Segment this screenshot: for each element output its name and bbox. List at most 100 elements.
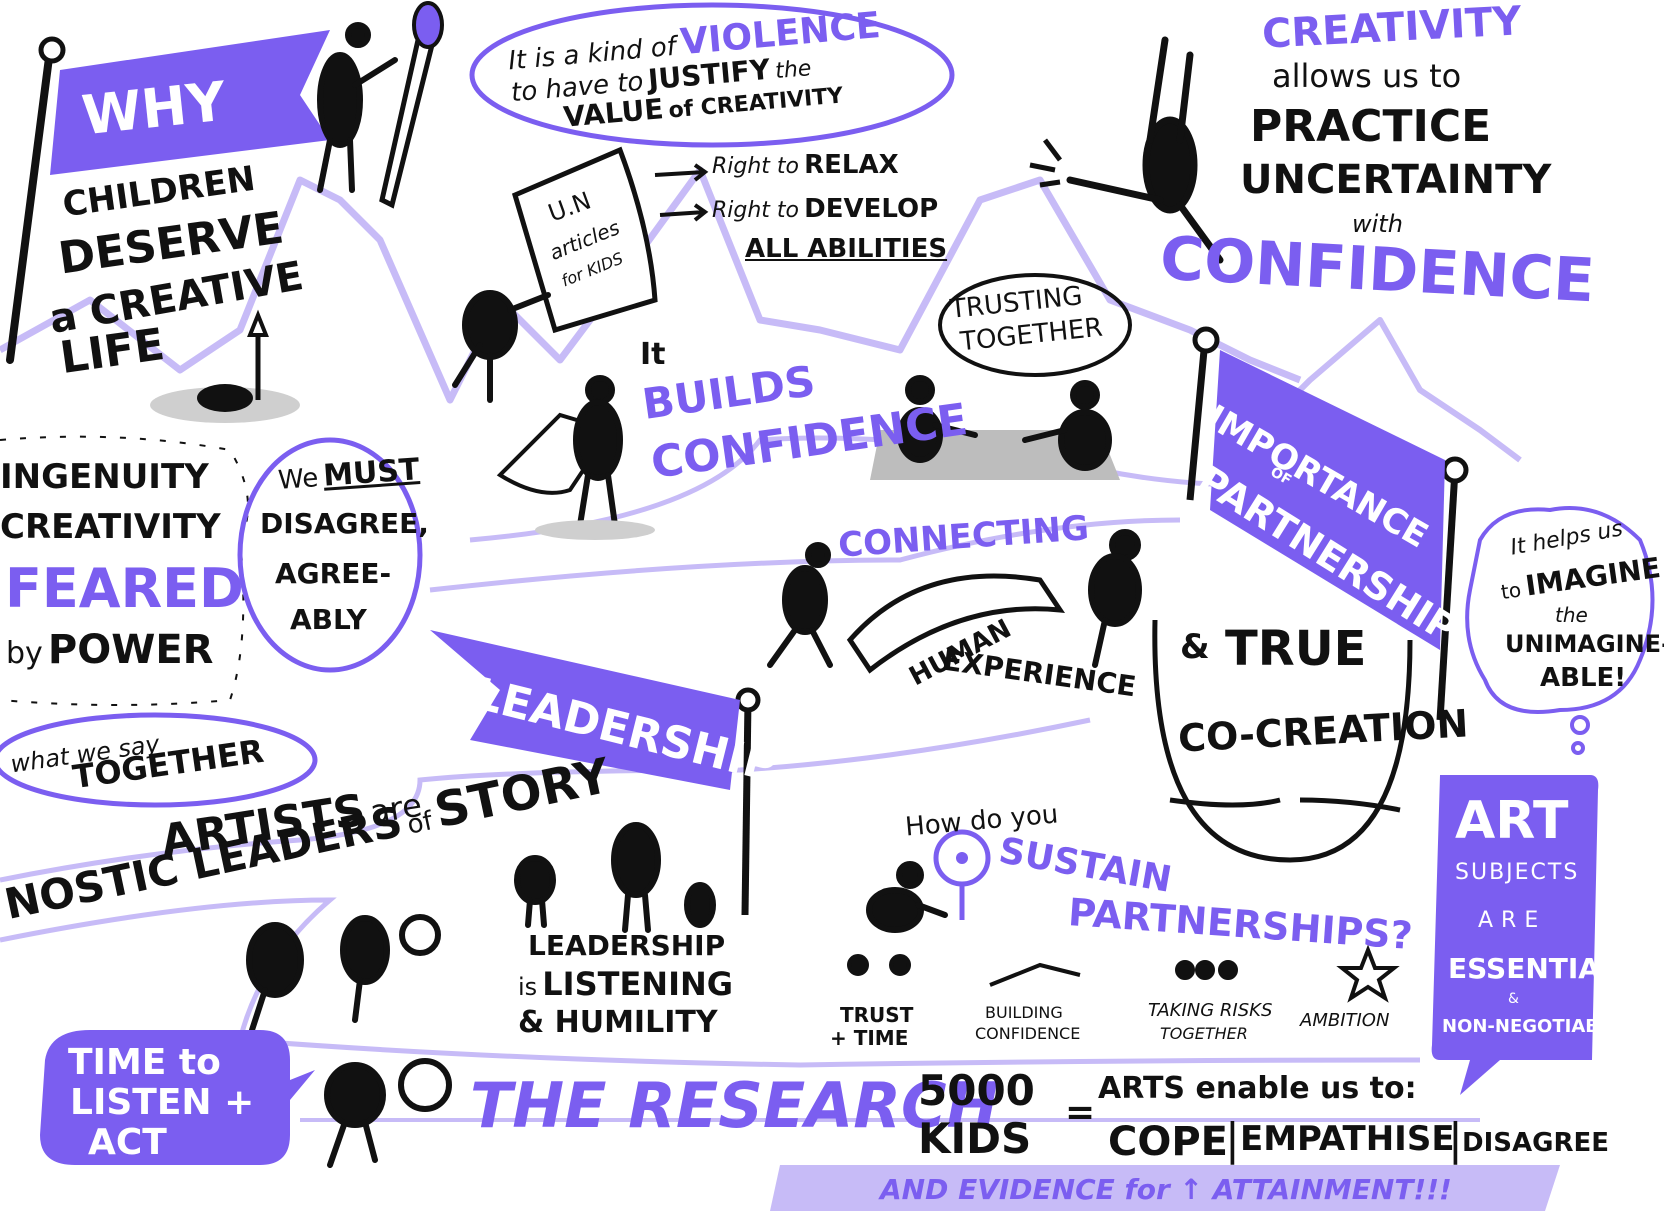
- why-flag: [50, 30, 330, 175]
- pillar-icons: [847, 954, 1238, 987]
- bridge-walker-figures: [767, 529, 1142, 668]
- magnifier-icon: [398, 1058, 452, 1112]
- gardener-figure: [866, 861, 948, 933]
- research-divider-2: |: [1448, 1114, 1463, 1165]
- pillar-label-risks-1: TAKING RISKS: [1148, 1000, 1273, 1021]
- flower-center: [956, 852, 968, 864]
- partnership-post-right: [1436, 469, 1459, 721]
- violence-the: the: [774, 56, 813, 85]
- right-to-relax: Right to RELAX: [712, 152, 899, 178]
- must-ably-line: ABLY: [290, 603, 367, 636]
- listening-line1: LEADERSHIP: [528, 929, 726, 962]
- art-box-line2: SUBJECTS: [1455, 860, 1580, 885]
- partnership-banner: [1210, 350, 1445, 650]
- research-kids-label: KIDS: [918, 1114, 1032, 1163]
- leadership-flagpole: [741, 699, 752, 916]
- creativity-uncertainty: UNCERTAINTY: [1240, 157, 1552, 203]
- research-title: THE RESEARCH: [470, 1069, 999, 1142]
- artists-of: of: [404, 806, 436, 841]
- imagine-the: the: [1555, 603, 1588, 627]
- un-arrow-2: [659, 203, 709, 222]
- partnership-post-left: [1186, 339, 1209, 501]
- pillar-label-ambition: AMBITION: [1300, 1010, 1390, 1031]
- imagine-to: to: [1499, 577, 1523, 605]
- star-icon: [1336, 944, 1400, 1003]
- why-flag-label: WHY: [79, 69, 229, 148]
- research-disagree: DISAGREE: [1462, 1128, 1609, 1158]
- winding-path-lower: [0, 717, 1091, 883]
- why-flagpole-top: [38, 36, 66, 64]
- painter-figure: [317, 22, 398, 193]
- imagine-cloud-dot-2: [1571, 741, 1585, 755]
- must-disagree-line: DISAGREE,: [260, 507, 429, 540]
- why-flagpole: [6, 46, 54, 364]
- right-to-develop-prefix: Right to: [712, 198, 800, 223]
- research-divider-1: |: [1225, 1114, 1240, 1165]
- ingenuity-line2: CREATIVITY: [0, 507, 221, 547]
- imagine-able: ABLE!: [1540, 663, 1627, 693]
- right-to-relax-word: RELAX: [804, 150, 899, 180]
- art-box-line1: ART: [1455, 791, 1569, 851]
- caped-hero-figure: [573, 375, 623, 528]
- listening-is: is: [518, 973, 538, 1001]
- pillar-label-building-1: BUILDING: [985, 1003, 1063, 1022]
- what-we-say-bubble: [0, 712, 318, 808]
- ingenuity-line1: INGENUITY: [0, 457, 209, 497]
- art-box-line3: ARE: [1478, 908, 1547, 933]
- must-word: MUST: [322, 452, 421, 494]
- bridge: [846, 573, 1066, 674]
- violence-bubble: [469, 2, 955, 148]
- jumping-figure: [1066, 36, 1224, 264]
- scroll-pusher-figure: [452, 290, 551, 403]
- pillar-label-building-2: CONFIDENCE: [975, 1024, 1081, 1043]
- art-box: [1431, 775, 1599, 1060]
- leadership-listening-figures: [514, 822, 716, 933]
- pillar-label-trust-1: TRUST: [840, 1003, 914, 1027]
- time-listen-line2: LISTEN +: [70, 1082, 255, 1123]
- un-arrow-1: [654, 163, 709, 182]
- trusting-bubble: [938, 273, 1132, 377]
- must-disagree-bubble: [237, 437, 423, 673]
- imagine-cloud-dot-1: [1570, 715, 1590, 735]
- hero-shadow: [535, 520, 655, 540]
- winding-path-mid: [429, 517, 1181, 593]
- time-listen-bubble: [40, 1030, 315, 1165]
- leadership-flagpole-top: [735, 687, 761, 713]
- right-to-develop: Right to DEVELOP: [712, 196, 938, 222]
- pillar-label-trust-2: + TIME: [830, 1026, 909, 1050]
- trusting-figures: [897, 375, 1112, 471]
- research-empathise: EMPATHISE: [1240, 1119, 1455, 1159]
- creativity-allows: allows us to: [1272, 57, 1462, 95]
- un-scroll: [511, 146, 658, 334]
- ingenuity-power: by POWER: [6, 630, 213, 670]
- research-arts-enable: ARTS enable us to:: [1098, 1071, 1417, 1106]
- research-evidence: AND EVIDENCE for ↑ ATTAINMENT!!!: [880, 1173, 1452, 1206]
- swimmer-body: [197, 384, 253, 412]
- pillar-label-risks-2: TOGETHER: [1160, 1024, 1248, 1043]
- creativity-with: with: [1352, 210, 1403, 238]
- winding-path-bottom: [0, 897, 1421, 1068]
- research-equals: =: [1065, 1092, 1096, 1133]
- evidence-banner: [770, 1165, 1560, 1211]
- listening-line2: is LISTENING: [518, 968, 733, 1000]
- ingenuity-feared: FEARED: [5, 557, 244, 620]
- right-to-develop-word: DEVELOP: [804, 194, 939, 224]
- research-kids-number: 5000: [918, 1066, 1035, 1115]
- must-we: We: [277, 463, 320, 496]
- paintbrush-tip: [412, 1, 444, 49]
- swimmer-flag: [247, 309, 269, 337]
- creativity-practice: PRACTICE: [1250, 101, 1492, 152]
- jump-motion-lines: [1029, 138, 1062, 188]
- must-agree-line: AGREE-: [275, 557, 392, 590]
- walking-family-figures: [246, 914, 441, 1033]
- listening-line3: & HUMILITY: [518, 1005, 718, 1040]
- magnifier-figure: [324, 1062, 386, 1168]
- right-to-relax-prefix: Right to: [712, 154, 800, 179]
- cocreation-bowl: [1152, 619, 1413, 863]
- imagine-unimagine: UNIMAGINE-: [1505, 630, 1664, 658]
- builds-it: It: [640, 337, 666, 372]
- ingenuity-by: by: [6, 636, 43, 671]
- time-listen-line1: TIME to: [68, 1042, 221, 1083]
- art-box-line5: &: [1508, 991, 1519, 1007]
- art-box-line4: ESSENTIAL: [1448, 952, 1618, 985]
